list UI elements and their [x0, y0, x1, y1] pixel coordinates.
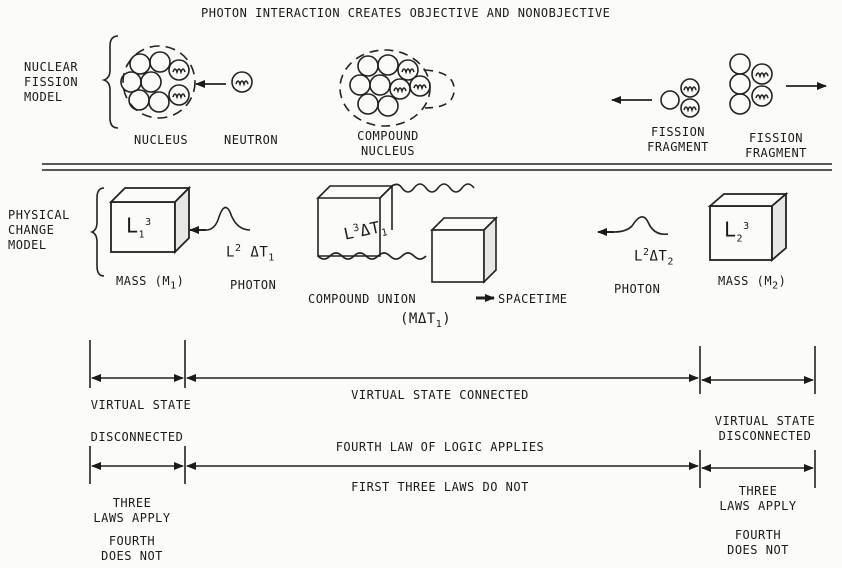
state-right-label-1: VIRTUAL STATE	[714, 414, 816, 428]
mass1-cube-label: L13	[126, 213, 152, 241]
law-right-label-4: DOES NOT	[727, 543, 789, 557]
neutron-label: NEUTRON	[224, 133, 279, 147]
physical-model-label-2: CHANGE	[8, 223, 55, 237]
state-left-label-2: DISCONNECTED	[90, 430, 184, 444]
law-right-label-1: THREE	[738, 484, 778, 498]
spacetime-label: SPACETIME	[498, 292, 568, 306]
fission-fragment-left-label-2: FRAGMENT	[647, 140, 709, 154]
mass2-cube	[707, 192, 789, 262]
fragment-right-icon	[729, 53, 773, 115]
law-right-label-2: LAWS APPLY	[719, 499, 797, 513]
photon1-symbol: L2 ΔT1	[226, 243, 275, 264]
state-left-label-1: VIRTUAL STATE	[90, 398, 192, 412]
state-right-label-2: DISCONNECTED	[718, 429, 812, 443]
fission-fragment-right-label-1: FISSION	[748, 131, 804, 145]
compound-nucleus-label-2: NUCLEUS	[360, 144, 416, 158]
photon2-wave	[613, 216, 669, 236]
compound-union-label: COMPOUND UNION	[308, 292, 417, 306]
physical-model-label-1: PHYSICAL	[8, 208, 70, 222]
compound-union-shape	[316, 183, 498, 284]
law-left-label-3: FOURTH	[108, 534, 156, 548]
neutron-icon	[231, 71, 253, 93]
mass2-label: MASS (M2)	[718, 274, 787, 292]
law-right-label-3: FOURTH	[734, 528, 782, 542]
photon2-symbol: L2ΔT2	[634, 247, 674, 268]
state-middle-label: VIRTUAL STATE CONNECTED	[351, 388, 529, 402]
fission-bracket	[101, 35, 119, 129]
law-middle-label-1: FOURTH LAW OF LOGIC APPLIES	[335, 440, 545, 454]
mass1-label: MASS (M1)	[116, 274, 185, 292]
nucleus-icon	[120, 45, 196, 119]
law-left-label-2: LAWS APPLY	[93, 511, 171, 525]
fission-fragment-left-label-1: FISSION	[650, 125, 706, 139]
law-middle-label-2: FIRST THREE LAWS DO NOT	[351, 480, 529, 494]
fragment-left-icon	[660, 78, 700, 118]
nucleus-label: NUCLEUS	[134, 133, 189, 147]
law-left-label-4: DOES NOT	[101, 549, 163, 563]
physical-model-label-3: MODEL	[8, 238, 47, 252]
photon1-label: PHOTON	[230, 278, 277, 292]
physical-bracket	[89, 187, 105, 277]
page-title: PHOTON INTERACTION CREATES OBJECTIVE AND…	[201, 6, 611, 20]
law-left-label-1: THREE	[112, 496, 152, 510]
mass1-cube	[108, 185, 192, 255]
fission-fragment-right-label-2: FRAGMENT	[745, 146, 807, 160]
compound-nucleus-icon	[339, 49, 455, 127]
photon2-label: PHOTON	[614, 282, 661, 296]
fission-model-label-1: NUCLEAR	[24, 60, 79, 74]
compound-nucleus-label-1: COMPOUND	[357, 129, 419, 143]
compound-union-mdt: (MΔT1)	[400, 311, 452, 330]
photon1-wave	[205, 206, 251, 231]
fission-model-label-3: MODEL	[24, 90, 63, 104]
fission-model-label-2: FISSION	[24, 75, 79, 89]
mass2-cube-label: L23	[724, 217, 750, 245]
